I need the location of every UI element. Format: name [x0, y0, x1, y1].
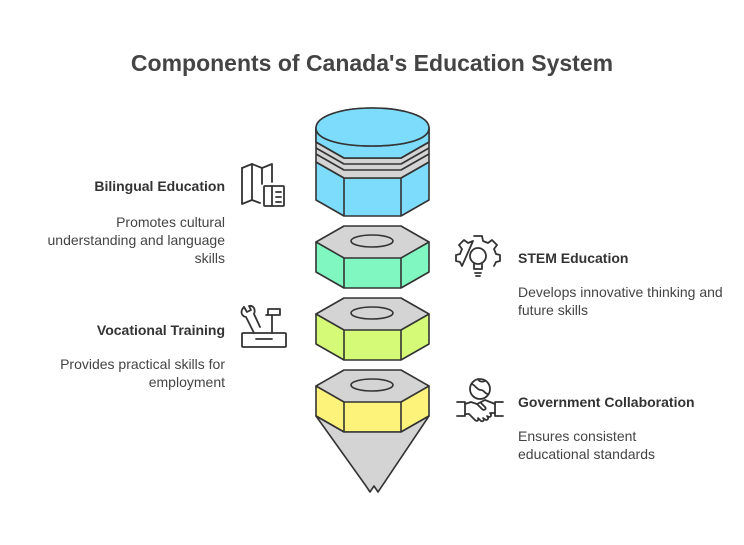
label-government-collaboration: Government Collaboration — [518, 394, 695, 410]
desc-stem-education: Develops innovative thinking and future … — [518, 284, 723, 318]
label-stem-education: STEM Education — [518, 250, 629, 266]
label-vocational-training: Vocational Training — [96, 322, 225, 338]
segment-stem-education — [315, 225, 430, 289]
segment-government-collaboration — [315, 369, 430, 433]
page-title: Components of Canada's Education System — [130, 50, 614, 76]
stacked-hex-diagram — [315, 107, 430, 493]
gear-lightbulb-icon — [455, 235, 501, 277]
segment-bilingual-education — [315, 107, 430, 217]
label-bilingual-education: Bilingual Education — [94, 178, 225, 194]
desc-vocational-training: Provides practical skills for employment — [60, 356, 225, 390]
desc-government-collaboration: Ensures consistent educational standards — [518, 428, 655, 462]
segment-vocational-training — [315, 297, 430, 361]
handshake-globe-icon — [456, 378, 504, 423]
tools-toolbox-icon — [240, 304, 287, 348]
map-book-icon — [241, 163, 285, 207]
desc-bilingual-education: Promotes cultural understanding and lang… — [47, 214, 226, 266]
segment-pencil-tip — [315, 415, 430, 493]
